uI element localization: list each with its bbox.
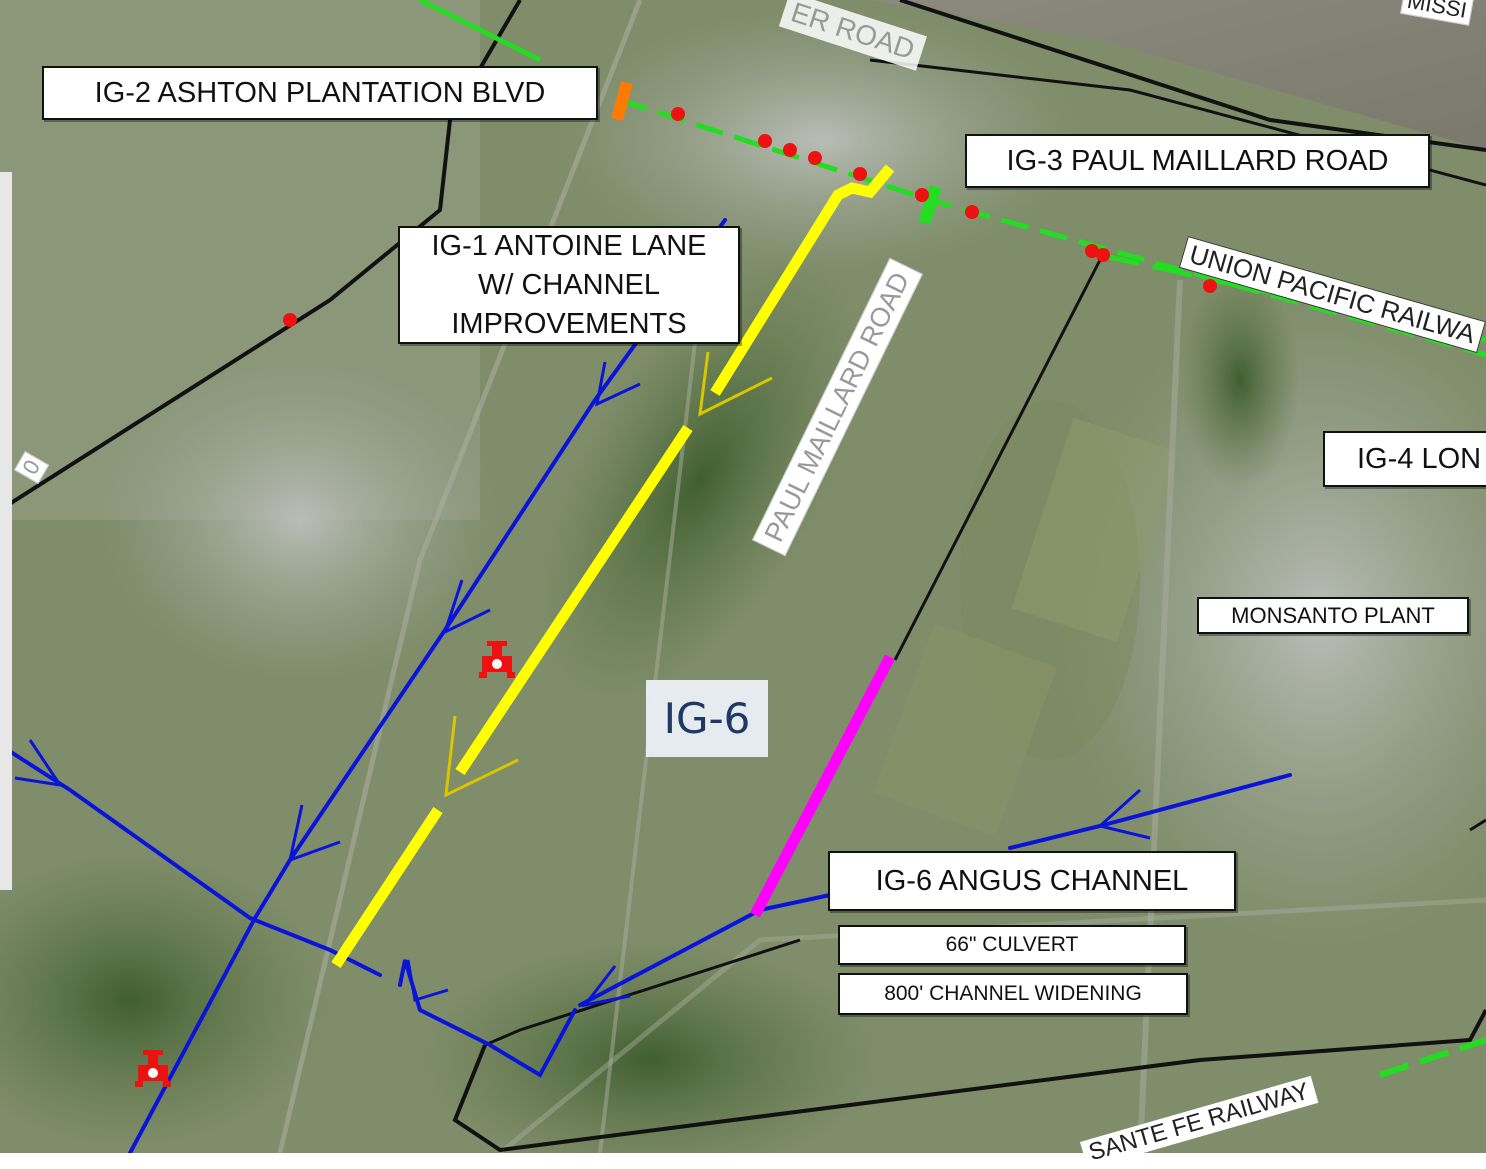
flow-arrow-icon xyxy=(14,361,1151,1008)
label-ig6-culvert: 66" CULVERT xyxy=(838,925,1186,965)
woods-2 xyxy=(0,850,330,1150)
local-road xyxy=(277,0,643,1153)
label-ig6-angus-channel: IG-6 ANGUS CHANNEL xyxy=(828,851,1236,911)
orange-crossing-mark xyxy=(611,81,633,121)
district-boundary xyxy=(893,259,1102,661)
district-boundary xyxy=(1469,818,1486,832)
red-crossing-dots xyxy=(283,107,1217,327)
woods-1 xyxy=(537,255,863,705)
woods-3 xyxy=(420,940,880,1153)
district-boundary xyxy=(484,938,801,1047)
pump-station-icon xyxy=(479,641,515,678)
green-crossing-mark xyxy=(918,185,942,225)
label-ig1-antoine-lane: IG-1 ANTOINE LANE W/ CHANNEL IMPROVEMENT… xyxy=(398,226,740,344)
drainage-network xyxy=(0,218,1292,1153)
label-ig1-line1: IG-1 ANTOINE LANE xyxy=(431,229,707,262)
field-plot xyxy=(1011,417,1179,643)
ig6-channel-widening xyxy=(750,654,895,918)
ig6-callout-box: IG-6 xyxy=(646,680,768,757)
side-panel-edge xyxy=(0,172,12,890)
railway-line xyxy=(418,0,542,63)
railway-line xyxy=(1379,1037,1486,1078)
local-road xyxy=(498,897,1486,1153)
ig1-channel-improvement xyxy=(331,164,895,969)
district-boundary xyxy=(452,1009,1486,1153)
label-ig2-ashton-plantation: IG-2 ASHTON PLANTATION BLVD xyxy=(42,66,598,120)
label-ig4: IG-4 LON xyxy=(1323,431,1486,487)
label-monsanto-plant: MONSANTO PLANT xyxy=(1197,597,1469,634)
subdivision xyxy=(100,360,500,680)
label-ig1-line3: IMPROVEMENTS xyxy=(451,307,687,340)
label-ig1-line2: W/ CHANNEL xyxy=(477,268,661,301)
field-plot xyxy=(873,623,1057,837)
label-ig3-paul-maillard: IG-3 PAUL MAILLARD ROAD xyxy=(965,134,1430,188)
river xyxy=(870,0,1486,150)
woods-4 xyxy=(1180,270,1300,490)
yellow-flow-arrow-icon xyxy=(444,351,773,798)
pump-station-icon xyxy=(135,1050,171,1087)
label-ig6-channel-widening: 800' CHANNEL WIDENING xyxy=(838,973,1188,1015)
